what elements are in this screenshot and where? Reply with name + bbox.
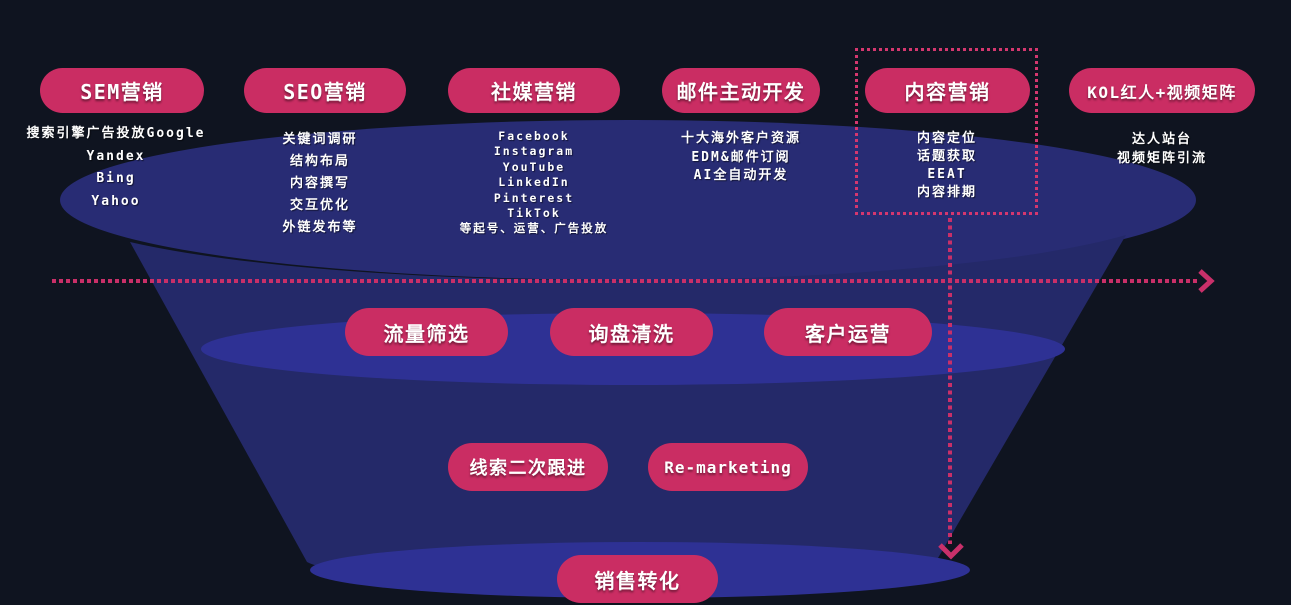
list-item: TikTok <box>507 206 561 221</box>
list-item: Instagram <box>493 144 575 159</box>
list-item: Pinterest <box>493 190 575 205</box>
list-item: 内容撰写 <box>289 176 350 191</box>
content-marketing-highlight-box <box>855 48 1038 215</box>
flow-arrow-vertical <box>948 218 952 544</box>
list-item: 话题获取 <box>916 149 977 164</box>
list-item: YouTube <box>502 159 566 174</box>
channel-pill-content: 内容营销 <box>865 68 1030 113</box>
funnel-body <box>130 235 1126 587</box>
stage-pill-traffic-filter: 流量筛选 <box>345 308 508 356</box>
list-item: 关键词调研 <box>282 132 358 147</box>
list-item: 内容定位 <box>916 131 977 146</box>
stage-pill-sales-conversion: 销售转化 <box>557 555 718 603</box>
list-item: 视频矩阵引流 <box>1116 151 1207 166</box>
stage-pill-remarketing: Re-marketing <box>648 443 808 491</box>
arrow-right-icon <box>1198 269 1215 293</box>
list-item: 十大海外客户资源 <box>680 131 801 146</box>
list-item: LinkedIn <box>498 175 570 190</box>
list-item: EDM&邮件订阅 <box>691 149 791 165</box>
channel-pill-sem: SEM营销 <box>40 68 204 113</box>
channel-list-email: 十大海外客户资源 EDM&邮件订阅 AI全自动开发 <box>591 130 891 186</box>
list-item: 外链发布等 <box>282 220 358 235</box>
list-item: Facebook <box>498 129 570 143</box>
list-item: 搜索引擎广告投放Google <box>26 126 206 141</box>
channel-list-content: 内容定位 话题获取 EEAT 内容排期 <box>797 130 1097 202</box>
arrow-down-icon <box>938 543 964 560</box>
list-item: AI全自动开发 <box>693 168 789 183</box>
channel-list-seo: 关键词调研 结构布局 内容撰写 交互优化 外链发布等 <box>170 129 470 239</box>
stage-pill-customer-ops: 客户运营 <box>764 308 932 356</box>
list-item: 达人站台 <box>1131 132 1192 147</box>
list-item: Yandex <box>86 148 146 164</box>
list-item: 等起号、运营、广告投放 <box>459 221 609 236</box>
funnel-mouth-ellipse <box>60 120 1196 280</box>
channel-pill-seo: SEO营销 <box>244 68 406 113</box>
channel-list-kol: 达人站台 视频矩阵引流 <box>1012 130 1291 168</box>
channel-list-social: Facebook Instagram YouTube LinkedIn Pint… <box>384 129 684 237</box>
channel-pill-email: 邮件主动开发 <box>662 68 820 113</box>
list-item: EEAT <box>927 167 967 182</box>
list-item: 交互优化 <box>289 198 350 213</box>
stage-pill-inquiry-clean: 询盘清洗 <box>550 308 713 356</box>
list-item: 结构布局 <box>289 154 350 169</box>
list-item: Yahoo <box>91 193 141 209</box>
list-item: 内容排期 <box>916 185 977 200</box>
flow-arrow-horizontal <box>52 279 1198 283</box>
channel-pill-kol: KOL红人+视频矩阵 <box>1069 68 1255 113</box>
list-item: Bing <box>96 171 136 186</box>
channel-list-sem: 搜索引擎广告投放Google Yandex Bing Yahoo <box>0 123 266 213</box>
channel-pill-social: 社媒营销 <box>448 68 620 113</box>
stage-pill-lead-followup: 线索二次跟进 <box>448 443 608 491</box>
